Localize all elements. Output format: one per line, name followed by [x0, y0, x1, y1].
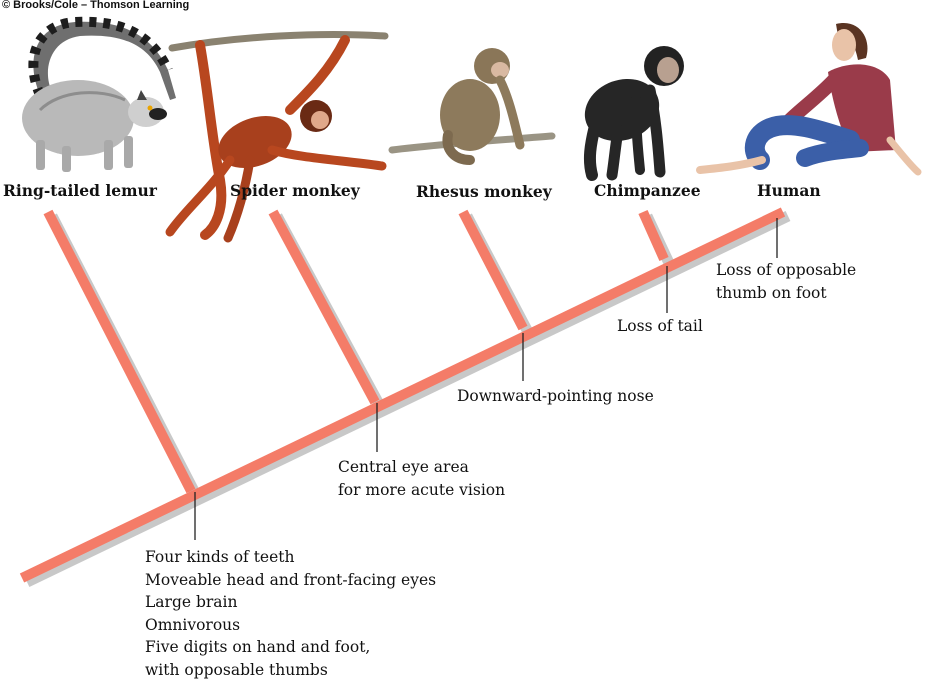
trait-ticks [194, 218, 778, 540]
human-illustration [696, 22, 922, 176]
rhesus-branch [458, 209, 528, 331]
trait-line: Omnivorous [145, 615, 241, 634]
trait-line: Moveable head and front-facing eyes [145, 570, 437, 589]
lemur-branch [43, 209, 196, 494]
trait-line: Loss of tail [617, 317, 703, 335]
trait-line: for more acute vision [338, 480, 506, 499]
taxon-label-ring-tailed-lemur: Ring-tailed lemur [3, 181, 157, 200]
rhesus-monkey-illustration [388, 48, 556, 165]
trait-line: Large brain [145, 593, 238, 611]
trait-line: Downward-pointing nose [457, 387, 654, 405]
spider-monkey-illustration [165, 31, 389, 243]
taxon-label-rhesus-monkey: Rhesus monkey [416, 182, 552, 201]
trunk-branch [19, 207, 786, 583]
branches [19, 207, 786, 583]
ring-tailed-lemur-illustration [22, 16, 176, 172]
taxon-label-chimpanzee: Chimpanzee [594, 181, 701, 200]
chimpanzee-illustration [583, 46, 684, 181]
trait-line: Four kinds of teeth [145, 548, 295, 566]
trunk-shadow [24, 211, 791, 587]
trait-line: thumb on foot [716, 283, 827, 302]
nose-traits-label: Downward-pointing nose [457, 385, 654, 408]
trait-line: Five digits on hand and foot, [145, 638, 371, 656]
eye-traits-label: Central eye area for more acute vision [338, 456, 505, 501]
trait-line: Loss of opposable [716, 261, 857, 279]
tail-traits-label: Loss of tail [617, 315, 703, 338]
copyright-notice: © Brooks/Cole – Thomson Learning [2, 0, 190, 11]
trait-line: Central eye area [338, 458, 469, 476]
taxon-label-spider-monkey: Spider monkey [230, 181, 360, 200]
chimp-branch [638, 209, 669, 262]
spider-branch [268, 209, 380, 405]
primate-traits-label: Four kinds of teeth Moveable head and fr… [145, 546, 436, 681]
taxon-label-human: Human [757, 181, 821, 200]
trait-line: with opposable thumbs [145, 660, 328, 679]
thumb-traits-label: Loss of opposable thumb on foot [716, 259, 856, 304]
